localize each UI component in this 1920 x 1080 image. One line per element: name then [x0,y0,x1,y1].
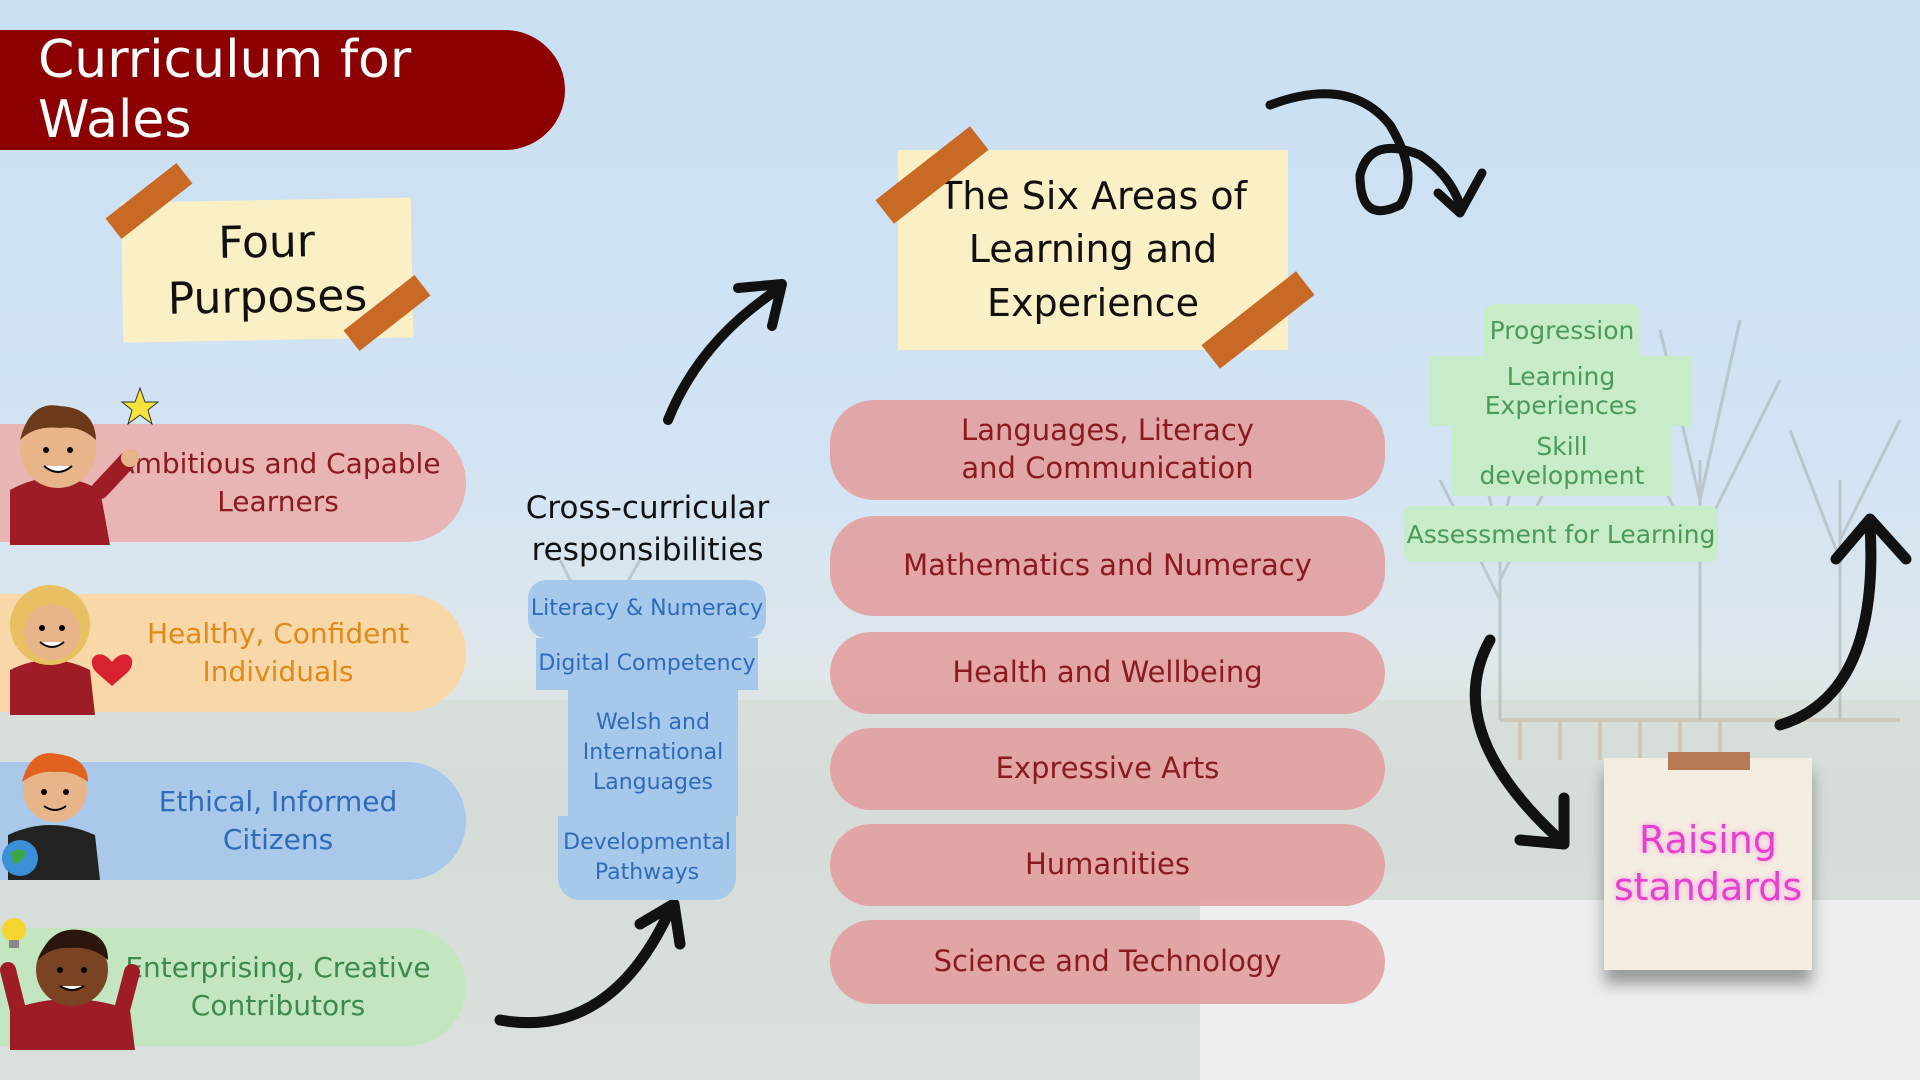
purpose-label: Ambitious and Capable Learners [115,447,441,518]
page-title: Curriculum for Wales [0,30,565,150]
raising-standards-note: Raising standards [1604,758,1812,970]
area-health: Health and Wellbeing [830,632,1385,714]
stack-label: Assessment for Learning [1406,519,1716,549]
area-label: Science and Technology [933,944,1282,979]
cross-item-developmental: Developmental Pathways [558,816,736,900]
stack-assessment: Assessment for Learning [1404,506,1718,562]
area-label: Humanities [1024,847,1191,882]
arrow-down-icon [1469,634,1570,850]
stack-label: Learning Experiences [1484,362,1638,420]
cross-heading-1: Cross-curricular [525,490,770,526]
cross-item-welsh: Welsh and International Languages [568,690,738,816]
arrow-up-right-icon [663,279,787,425]
area-label: Health and Wellbeing [952,655,1263,690]
area-expressive-arts: Expressive Arts [830,728,1385,810]
six-areas-heading-1: The Six Areas of [939,174,1247,219]
raising-note-tape [1668,752,1750,770]
cross-item-label: Digital Competency [538,651,756,677]
kid-1-illustration [10,386,160,545]
arrow-curve-up-icon [494,898,686,1029]
kid-3-illustration [2,753,100,880]
cross-heading-2: responsibilities [531,531,764,568]
arrow-loop-icon [1265,89,1487,218]
stack-label: Skill development [1479,432,1645,490]
stack-learning-experiences: Learning Experiences [1430,356,1692,426]
raising-line-1: Raising [1639,817,1777,862]
area-mathematics: Mathematics and Numeracy [830,516,1385,616]
cross-curricular-heading: Cross-curricular responsibilities [520,488,775,572]
cross-item-label: Literacy & Numeracy [530,596,764,622]
area-label: Expressive Arts [995,751,1220,786]
purpose-label: Ethical, Informed Citizens [158,785,398,856]
cross-item-literacy: Literacy & Numeracy [528,580,766,638]
area-languages: Languages, Literacy and Communication [830,400,1385,500]
six-areas-heading-3: Experience [987,280,1199,325]
four-purposes-heading-1: Four [217,216,316,269]
cross-item-label: Welsh and International Languages [582,710,724,795]
area-label: Mathematics and Numeracy [903,548,1312,583]
stack-skill-development: Skill development [1452,426,1672,496]
cross-item-label: Developmental Pathways [563,830,731,885]
raising-line-2: standards [1613,865,1803,909]
kid-4-illustration [0,918,140,1050]
kid-2-illustration [10,585,133,715]
six-areas-note: The Six Areas of Learning and Experience [898,150,1288,350]
stack-progression: Progression [1484,304,1640,356]
area-science: Science and Technology [830,920,1385,1004]
area-humanities: Humanities [830,824,1385,906]
purpose-label: Enterprising, Creative Contributors [125,951,431,1022]
six-areas-heading-2: Learning and [968,227,1218,272]
four-purposes-heading-2: Purposes [167,270,368,325]
cross-item-digital: Digital Competency [536,638,758,690]
stack-label: Progression [1489,315,1635,345]
purpose-label: Healthy, Confident Individuals [146,617,410,688]
area-label: Languages, Literacy and Communication [961,413,1254,485]
arrow-up-icon [1774,513,1912,731]
